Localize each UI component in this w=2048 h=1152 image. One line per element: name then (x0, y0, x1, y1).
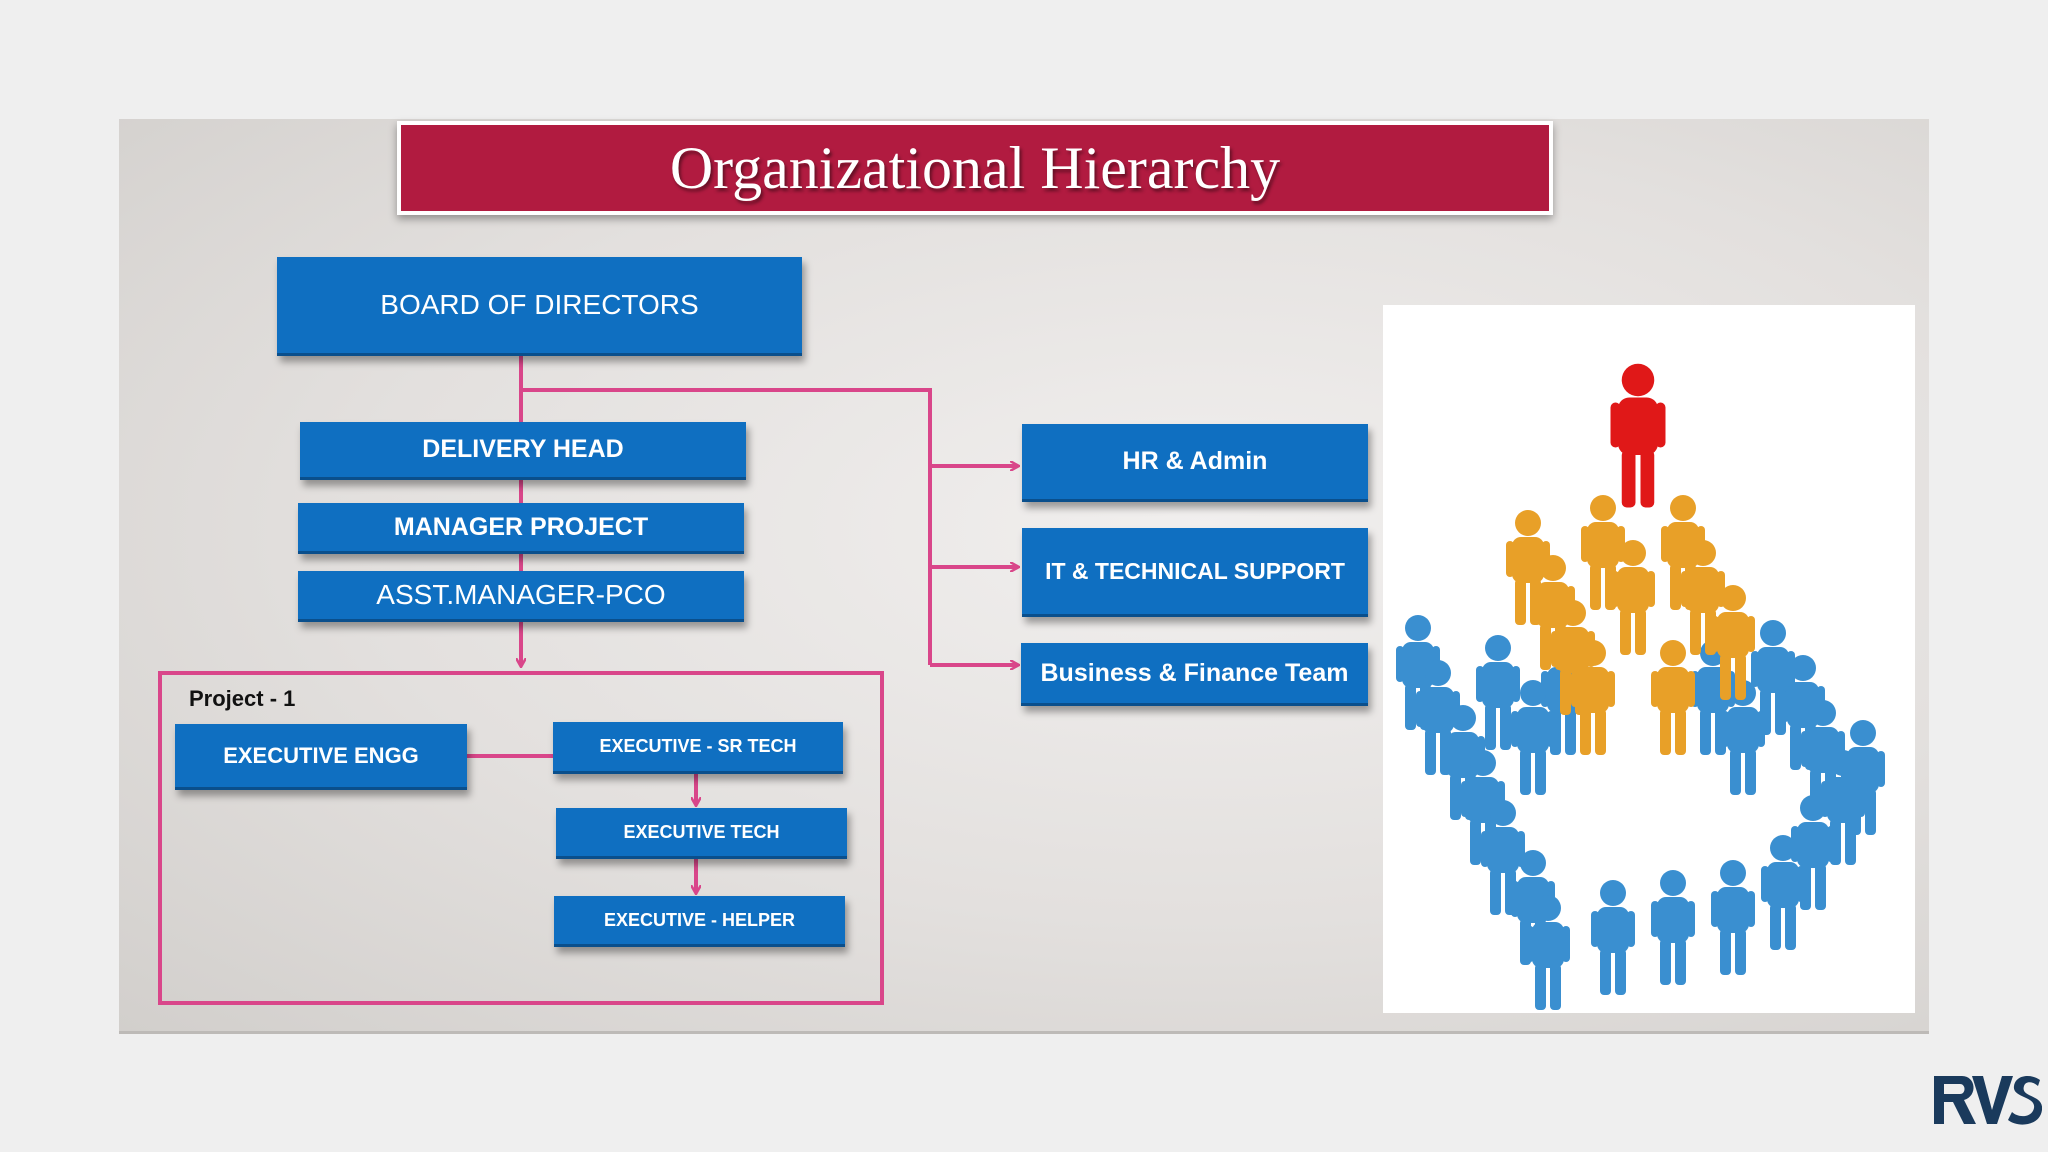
box-executive-helper: EXECUTIVE - HELPER (554, 896, 845, 947)
slide-title: Organizational Hierarchy (397, 121, 1553, 215)
box-hr-admin: HR & Admin (1022, 424, 1368, 502)
box-executive-sr-tech: EXECUTIVE - SR TECH (553, 722, 843, 774)
box-executive-tech: EXECUTIVE TECH (556, 808, 847, 859)
connector-branch-right (521, 388, 932, 665)
box-board-of-directors: BOARD OF DIRECTORS (277, 257, 802, 356)
people-figures (1396, 363, 1885, 1010)
box-executive-engg: EXECUTIVE ENGG (175, 724, 467, 790)
box-manager-project: MANAGER PROJECT (298, 503, 744, 554)
box-business-finance-team: Business & Finance Team (1021, 643, 1368, 706)
project-frame (158, 671, 884, 1005)
box-it-technical-support: IT & TECHNICAL SUPPORT (1022, 528, 1368, 617)
box-asst-manager-pco: ASST.MANAGER-PCO (298, 571, 744, 622)
red-leader-figure (1610, 363, 1666, 508)
project-label: Project - 1 (189, 686, 296, 711)
box-delivery-head: DELIVERY HEAD (300, 422, 746, 480)
blue-figures (1396, 615, 1885, 1010)
people-hierarchy-illustration (1383, 305, 1915, 1013)
rvs-logo (1934, 1076, 2042, 1125)
